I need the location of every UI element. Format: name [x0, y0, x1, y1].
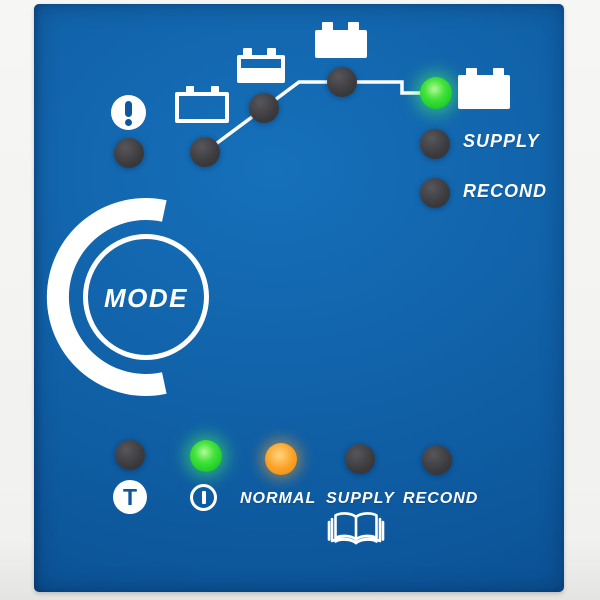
battery-terminal [243, 48, 252, 56]
led-supply-bottom [345, 444, 375, 474]
battery-solid-body [458, 75, 510, 109]
battery-terminal [348, 22, 359, 31]
led-normal [265, 443, 297, 475]
led-step-3 [327, 67, 357, 97]
battery-terminal [322, 22, 333, 31]
exclamation-icon [110, 94, 146, 130]
led-step-1 [190, 137, 220, 167]
recond-label-bottom: RECOND [403, 490, 479, 507]
supply-label-bottom: SUPPLY [326, 490, 395, 507]
battery-terminal [493, 68, 504, 76]
led-supply-top [420, 129, 450, 159]
power-icon-bar [201, 491, 206, 504]
battery-terminal [466, 68, 477, 76]
normal-label: NORMAL [240, 490, 317, 507]
exclamation-dot [124, 118, 132, 126]
exclamation-bar [124, 100, 132, 117]
recond-label-top: RECOND [463, 181, 548, 201]
temperature-icon-letter: T [122, 484, 138, 510]
battery-terminal [211, 86, 219, 94]
battery-solid-body [315, 30, 367, 58]
led-temperature [115, 440, 145, 470]
temperature-icon: T [113, 480, 147, 514]
mode-button-label: MODE [104, 283, 188, 313]
led-power [190, 440, 222, 472]
battery-outline [237, 55, 285, 83]
battery-outline [175, 92, 229, 123]
led-recond-top [420, 178, 450, 208]
supply-label-top: SUPPLY [463, 131, 540, 151]
battery-terminal [186, 86, 194, 94]
led-recond-bottom [422, 445, 452, 475]
led-charged [420, 77, 452, 109]
power-icon [190, 484, 217, 511]
battery-charge-level [241, 68, 281, 79]
led-step-2 [249, 93, 279, 123]
battery-terminal [267, 48, 276, 56]
led-warning [114, 138, 144, 168]
